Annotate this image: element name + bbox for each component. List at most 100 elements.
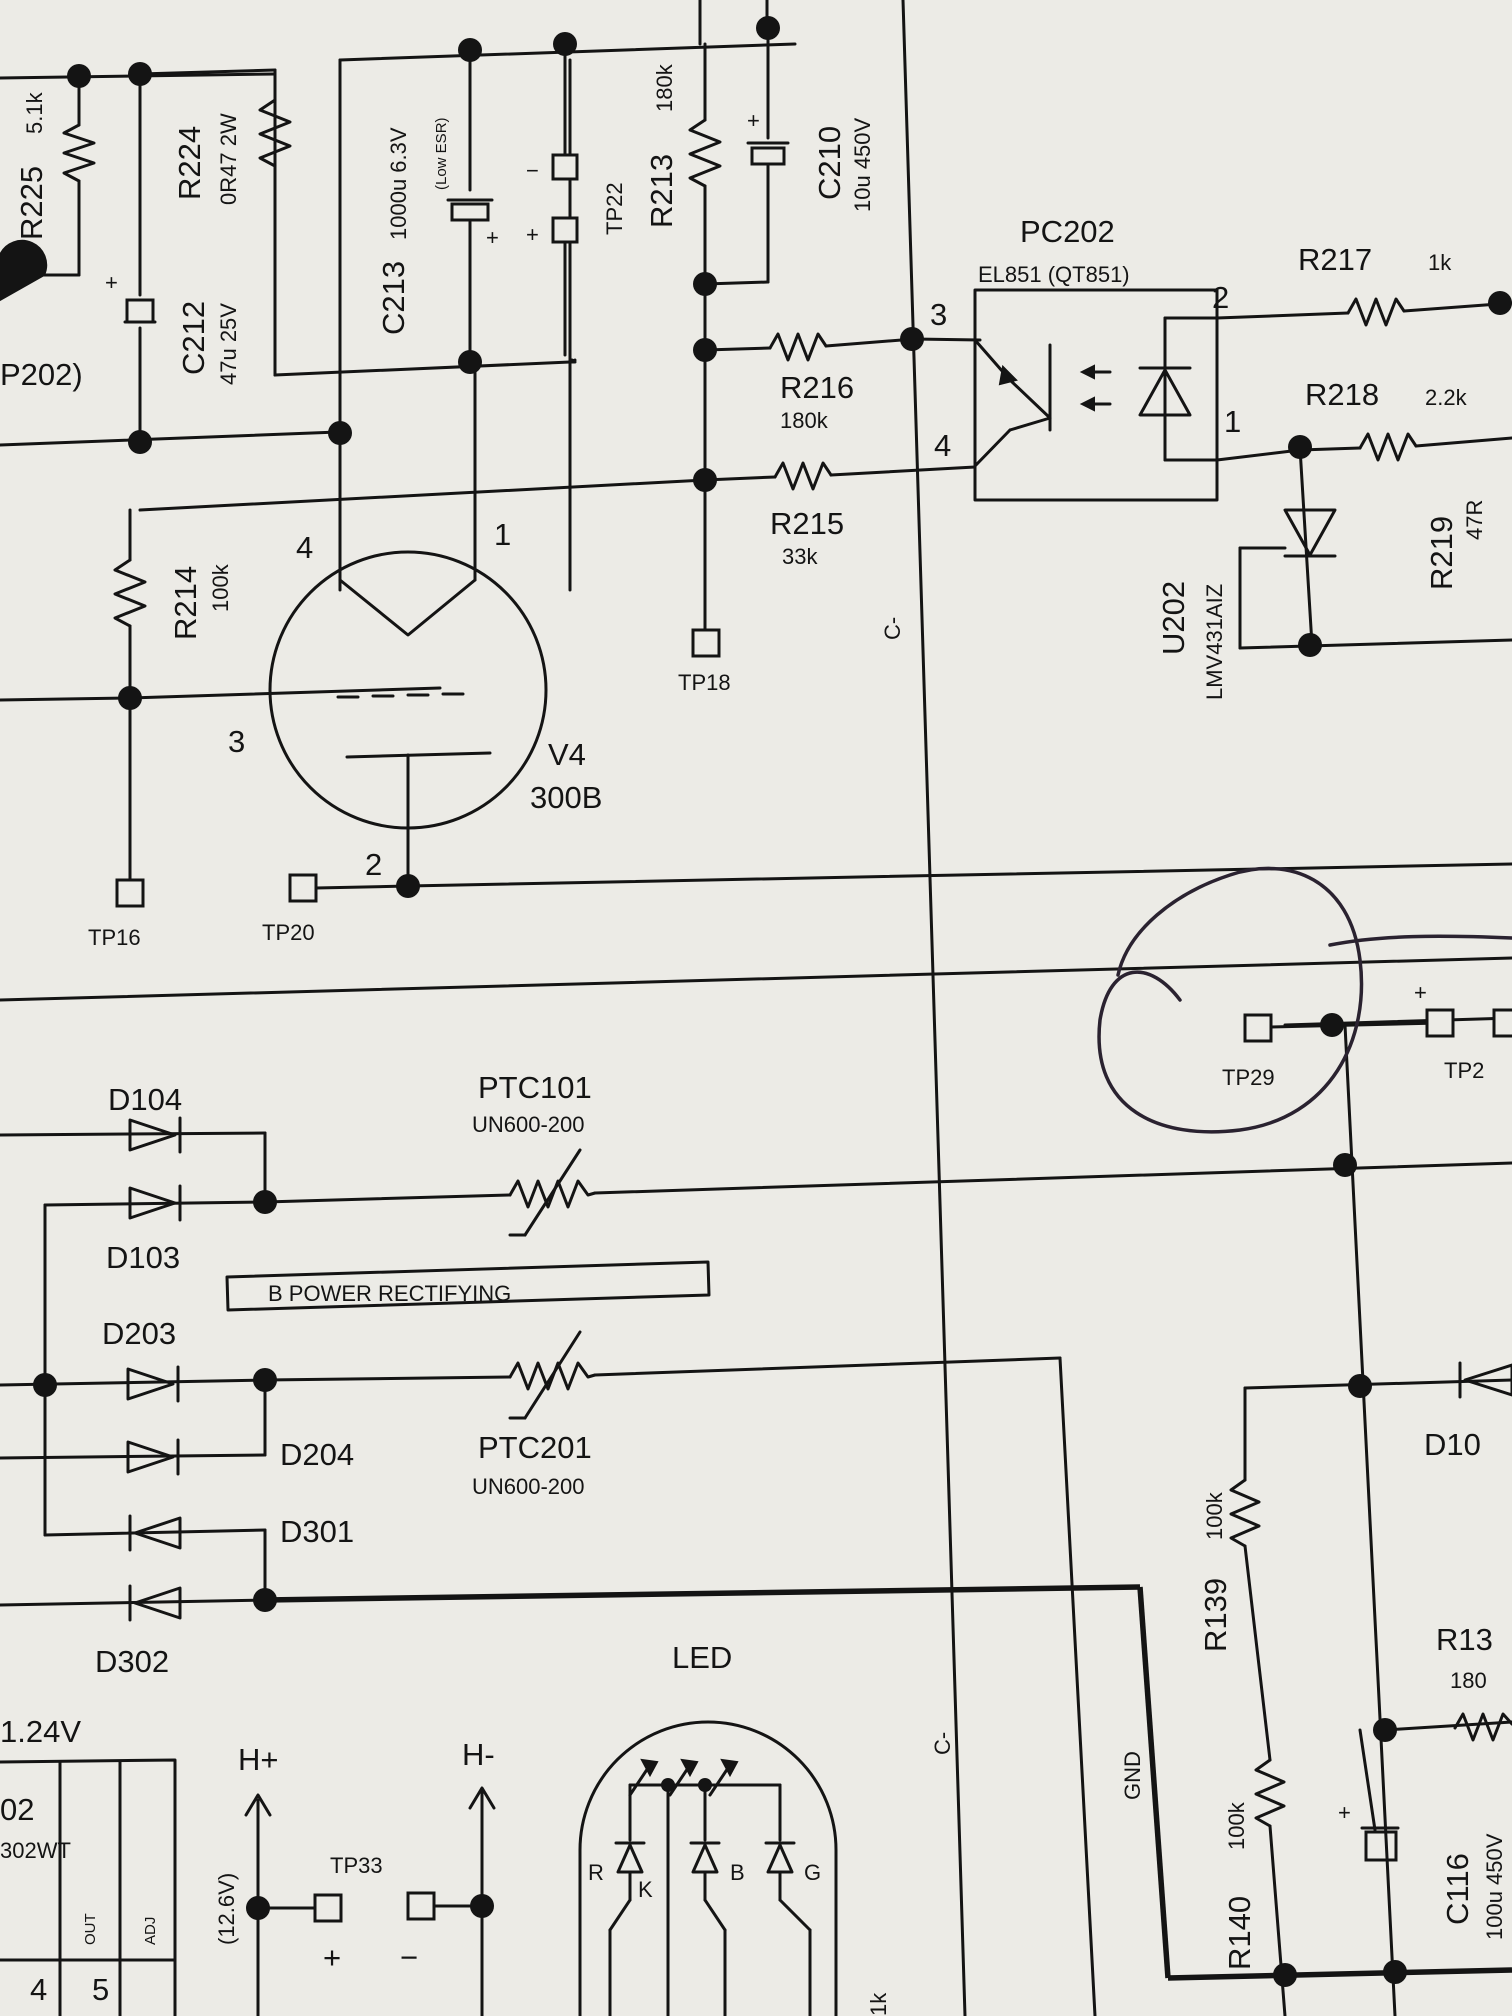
- ptc201-value: UN600-200: [472, 1474, 585, 1499]
- cminus-label-top: C-: [880, 617, 905, 640]
- tp2x-label: TP2: [1444, 1058, 1484, 1083]
- r224-value: 0R47 2W: [216, 113, 241, 205]
- optocoupler-pc202: PC202 EL851 (QT851) 3 4 2 1: [912, 214, 1241, 502]
- c210-plus: +: [747, 108, 760, 133]
- v4-pin2: 2: [365, 847, 382, 882]
- c210-label: C210: [812, 126, 847, 200]
- testpoint-tp18: TP18: [678, 628, 731, 695]
- resistor-r216: R216 180k: [703, 332, 916, 433]
- tp22-minus: −: [526, 158, 539, 183]
- diode-d104: D104: [108, 1082, 182, 1154]
- pc202-pin2: 2: [1212, 280, 1229, 315]
- r216-label: R216: [780, 370, 854, 405]
- r215-value: 33k: [782, 544, 818, 569]
- tp33-label: TP33: [330, 1853, 383, 1878]
- diode-d10x: D10: [1424, 1361, 1512, 1462]
- pc202-pin1: 1: [1224, 404, 1241, 439]
- led-rgb: LED R K B G 1k: [578, 1640, 891, 2016]
- r219-label: R219: [1424, 516, 1459, 590]
- v4-part: 300B: [530, 780, 602, 815]
- reg302-pin5: 5: [92, 1972, 109, 2007]
- c116-plus: +: [1338, 1800, 1351, 1825]
- r139-label: R139: [1198, 1578, 1233, 1652]
- r213-label: R213: [644, 154, 679, 228]
- resistor-r139: R139 100k: [1198, 1491, 1233, 1652]
- led-pin-g: G: [804, 1860, 821, 1885]
- testpoint-tp29: + TP29 TP2: [1222, 980, 1512, 1090]
- c212-value: 47u 25V: [216, 303, 241, 385]
- r224-label: R224: [172, 126, 207, 200]
- r217-label: R217: [1298, 242, 1372, 277]
- r139-value: 100k: [1202, 1491, 1227, 1540]
- tp16-label: TP16: [88, 925, 141, 950]
- led-pin-k: K: [638, 1877, 653, 1902]
- led-label: LED: [672, 1640, 732, 1675]
- testpoint-tp16: TP16: [88, 878, 145, 950]
- r218-value: 2.2k: [1425, 385, 1468, 410]
- p202-connector: P202): [0, 239, 83, 392]
- resistor-r213: R213 180k: [644, 42, 722, 642]
- capacitor-c212: + C212 47u 25V: [105, 72, 241, 447]
- d302-label: D302: [95, 1644, 169, 1679]
- hand-drawn-circle: [1097, 866, 1512, 1134]
- v4-pin3: 3: [228, 724, 245, 759]
- c213-plus: +: [486, 225, 499, 250]
- section-title-box: B POWER RECTIFYING: [225, 1260, 711, 1312]
- diode-d204: D204: [126, 1437, 354, 1476]
- led-pin-r: R: [588, 1860, 604, 1885]
- r217-value: 1k: [1428, 250, 1452, 275]
- r13x-value: 180: [1450, 1668, 1487, 1693]
- r214-label: R214: [168, 566, 203, 640]
- pc202-pin3: 3: [930, 297, 947, 332]
- diode-d302: D302: [95, 1584, 182, 1679]
- diode-d203: D203: [102, 1316, 180, 1403]
- led-resistor-value: 1k: [866, 1992, 891, 2016]
- resistor-r140: R140 100k: [1222, 1801, 1257, 1970]
- testpoint-tp20: TP20: [262, 873, 410, 945]
- c213-value: 1000u 6.3V: [386, 127, 411, 240]
- resistor-r217: R217 1k: [1215, 242, 1512, 327]
- pc202-part: EL851 (QT851): [978, 262, 1130, 287]
- reg302-ref: 02: [0, 1792, 34, 1827]
- led-pin-b: B: [730, 1860, 745, 1885]
- diode-d103: D103: [106, 1184, 182, 1275]
- diode-d301: D301: [128, 1514, 354, 1552]
- reg302-pin-adj: ADJ: [142, 1917, 159, 1945]
- r216-value: 180k: [780, 408, 829, 433]
- d10x-label: D10: [1424, 1427, 1481, 1462]
- capacitor-c213: + C213 1000u 6.3V (Low ESR): [376, 48, 499, 364]
- regulator-u202: U202 LMV431AIZ: [1156, 446, 1512, 700]
- reg302-volt: 1.24V: [0, 1714, 81, 1749]
- v4-label: V4: [548, 737, 586, 772]
- r213-value: 180k: [652, 63, 677, 112]
- r218-label: R218: [1305, 377, 1379, 412]
- c212-label: C212: [176, 301, 211, 375]
- junction-dots: [33, 16, 1512, 1987]
- ptc101-label: PTC101: [478, 1070, 592, 1105]
- r140-label: R140: [1222, 1896, 1257, 1970]
- grid-line: [0, 686, 442, 702]
- d301-label: D301: [280, 1514, 354, 1549]
- rectifier-wiring: [0, 1131, 1512, 2016]
- heater-supply: H+ H- (12.6V) TP33 + −: [214, 1737, 496, 2016]
- capacitor-c210: + C210 10u 450V: [703, 26, 875, 286]
- resistor-r215: R215 33k: [138, 461, 977, 569]
- c116-label: C116: [1440, 1853, 1475, 1925]
- hminus-label: H-: [462, 1737, 495, 1772]
- resistor-r224: R224 0R47 2W: [138, 68, 292, 377]
- r140-value: 100k: [1224, 1801, 1249, 1850]
- tp18-label: TP18: [678, 670, 731, 695]
- r225-label: R225: [14, 166, 49, 240]
- v4-pin1: 1: [494, 517, 511, 552]
- ptc201-label: PTC201: [478, 1430, 592, 1465]
- tube-v4: 4 1 3 2 V4 300B: [228, 360, 1512, 888]
- d104-label: D104: [108, 1082, 182, 1117]
- regulator-302: 1.24V 02 302WT OUT ADJ 4 5: [0, 1714, 177, 2016]
- c210-value: 10u 450V: [850, 117, 875, 212]
- d103-label: D103: [106, 1240, 180, 1275]
- capacitor-c116: + C116 100u 450V: [1338, 1800, 1507, 1940]
- hplus-label: H+: [238, 1742, 279, 1777]
- resistor-r214: R214 100k: [113, 508, 233, 882]
- tp2x-plus: +: [1414, 980, 1427, 1005]
